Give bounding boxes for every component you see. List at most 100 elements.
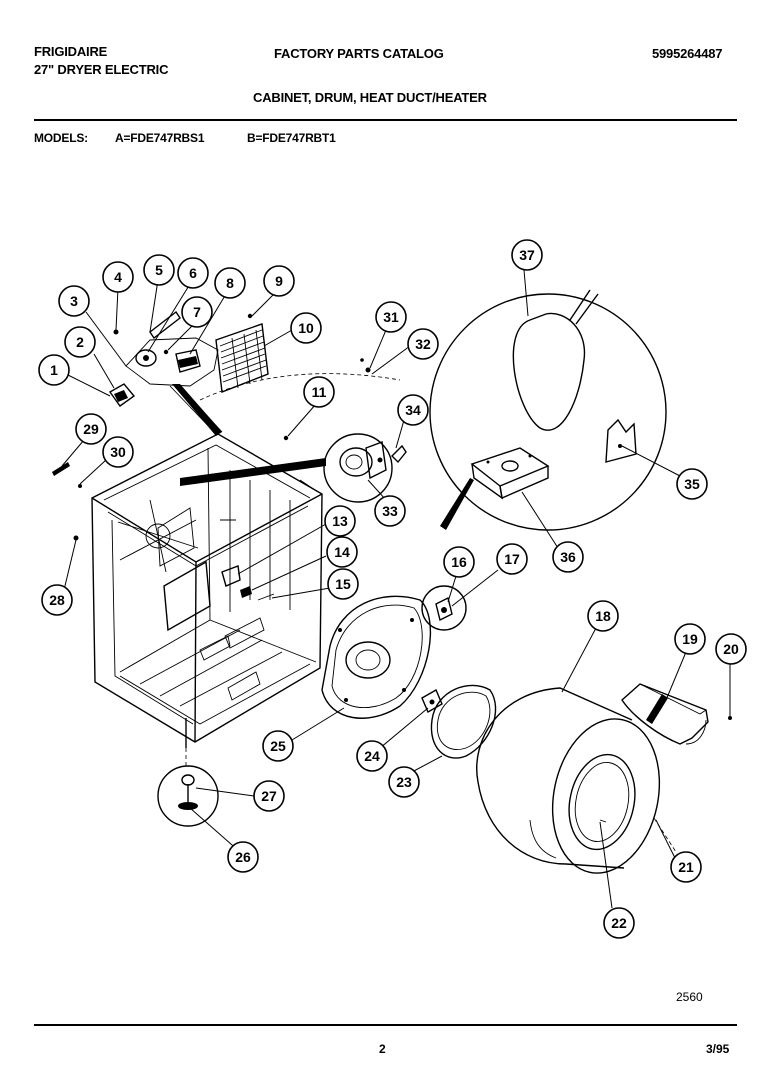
- callout-5: 5: [143, 254, 175, 286]
- lint-grille-drawing: [199, 313, 401, 441]
- svg-text:29: 29: [83, 421, 99, 437]
- svg-text:7: 7: [193, 304, 201, 320]
- svg-text:10: 10: [298, 320, 314, 336]
- svg-text:17: 17: [504, 551, 520, 567]
- callout-4: 4: [102, 261, 134, 293]
- catalog-title: FACTORY PARTS CATALOG: [274, 46, 444, 61]
- svg-text:28: 28: [49, 592, 65, 608]
- callout-31: 31: [375, 301, 407, 333]
- model-a: A=FDE747RBS1: [115, 131, 205, 145]
- callout-18: 18: [587, 600, 619, 632]
- callout-2: 2: [64, 326, 96, 358]
- callout-29: 29: [75, 413, 107, 445]
- baffle-drawing: [621, 683, 732, 745]
- svg-text:37: 37: [519, 247, 535, 263]
- catalog-part-number: 5995264487: [652, 46, 723, 61]
- drawing-number: 2560: [676, 990, 703, 1004]
- callout-37: 37: [511, 239, 543, 271]
- svg-text:19: 19: [682, 631, 698, 647]
- brand-name: FRIGIDAIRE: [34, 44, 108, 59]
- callout-33: 33: [374, 495, 406, 527]
- callout-14: 14: [326, 536, 358, 568]
- leader-lines: [61, 269, 731, 909]
- callout-25: 25: [262, 730, 294, 762]
- svg-text:25: 25: [270, 738, 286, 754]
- svg-text:26: 26: [235, 849, 251, 865]
- callout-22: 22: [603, 907, 635, 939]
- callout-11: 11: [303, 376, 335, 408]
- callout-3: 3: [58, 285, 90, 317]
- callout-30: 30: [102, 436, 134, 468]
- product-name: 27" DRYER ELECTRIC: [34, 62, 169, 77]
- screw-parts-drawing: [52, 462, 82, 541]
- svg-text:5: 5: [155, 262, 163, 278]
- callout-32: 32: [407, 328, 439, 360]
- callout-34: 34: [397, 394, 429, 426]
- callout-13: 13: [324, 505, 356, 537]
- callout-1: 1: [38, 354, 70, 386]
- svg-text:32: 32: [415, 336, 431, 352]
- svg-text:31: 31: [383, 309, 399, 325]
- svg-text:11: 11: [312, 384, 327, 400]
- svg-text:18: 18: [595, 608, 611, 624]
- footer-divider: [34, 1024, 737, 1026]
- svg-text:8: 8: [226, 275, 234, 291]
- svg-text:27: 27: [261, 788, 277, 804]
- svg-text:36: 36: [560, 549, 576, 565]
- page-number: 2: [379, 1042, 386, 1056]
- leveling-leg-detail: [157, 765, 255, 853]
- thermostat-parts-drawing: [221, 523, 331, 601]
- callout-9: 9: [263, 265, 295, 297]
- svg-text:21: 21: [678, 859, 694, 875]
- svg-text:1: 1: [50, 362, 58, 378]
- drum-belt-detail: [429, 289, 667, 531]
- svg-text:34: 34: [405, 402, 421, 418]
- cabinet-drawing: [91, 433, 323, 768]
- callout-35: 35: [676, 468, 708, 500]
- svg-text:15: 15: [335, 576, 351, 592]
- models-label: MODELS:: [34, 131, 88, 145]
- callout-15: 15: [327, 568, 359, 600]
- callout-24: 24: [356, 740, 388, 772]
- callout-28: 28: [41, 584, 73, 616]
- callout-26: 26: [227, 841, 259, 873]
- svg-text:2: 2: [76, 334, 84, 350]
- callout-36: 36: [552, 541, 584, 573]
- drum-roller-detail: [421, 585, 467, 631]
- svg-text:22: 22: [611, 915, 627, 931]
- svg-text:23: 23: [396, 774, 412, 790]
- svg-text:24: 24: [364, 748, 380, 764]
- model-b: B=FDE747RBT1: [247, 131, 336, 145]
- svg-text:4: 4: [114, 269, 122, 285]
- svg-text:13: 13: [332, 513, 348, 529]
- callout-27: 27: [253, 780, 285, 812]
- control-bracket-detail: [108, 310, 223, 436]
- callout-10: 10: [290, 312, 322, 344]
- callout-17: 17: [496, 543, 528, 575]
- drum-drawing: [476, 687, 677, 874]
- callout-8: 8: [214, 267, 246, 299]
- svg-text:33: 33: [382, 503, 398, 519]
- callout-20: 20: [715, 633, 747, 665]
- callout-23: 23: [388, 766, 420, 798]
- callout-6: 6: [177, 257, 209, 289]
- header-divider: [34, 119, 737, 121]
- callout-16: 16: [443, 546, 475, 578]
- callout-7: 7: [181, 296, 213, 328]
- revision-date: 3/95: [706, 1042, 730, 1056]
- svg-text:6: 6: [189, 265, 197, 281]
- section-title: CABINET, DRUM, HEAT DUCT/HEATER: [253, 90, 487, 105]
- svg-text:3: 3: [70, 293, 78, 309]
- seal-bearing-drawing: [421, 684, 497, 759]
- svg-text:35: 35: [684, 476, 700, 492]
- callout-19: 19: [674, 623, 706, 655]
- svg-text:20: 20: [723, 641, 739, 657]
- svg-text:16: 16: [451, 554, 467, 570]
- heater-detail-drawing: [180, 433, 407, 503]
- svg-text:30: 30: [110, 444, 126, 460]
- svg-text:14: 14: [334, 544, 350, 560]
- callout-21: 21: [670, 851, 702, 883]
- svg-text:9: 9: [275, 273, 283, 289]
- rear-bulkhead-drawing: [321, 595, 432, 719]
